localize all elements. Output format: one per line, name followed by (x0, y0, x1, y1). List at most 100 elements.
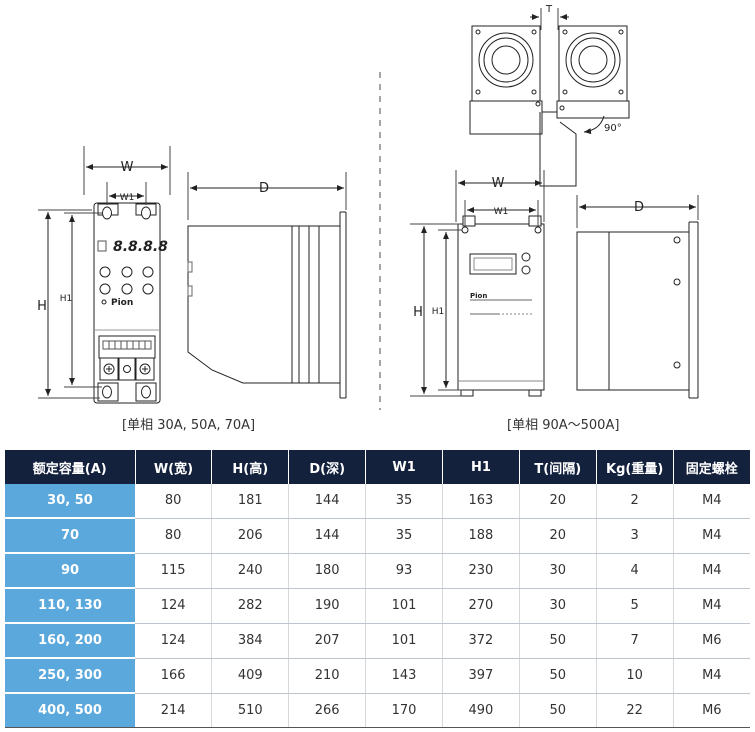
table-cell: 35 (365, 484, 443, 519)
label-left-w1: W1 (120, 193, 135, 203)
table-cell: 30 (519, 588, 597, 624)
table-cell: 3 (596, 518, 674, 554)
label-left-h: H (37, 299, 47, 314)
table-cell: 490 (442, 693, 520, 728)
caption-left: [单相 30A, 50A, 70A] (122, 418, 256, 433)
table-row: 70 80 206 144 35 188 20 3 M4 (5, 518, 750, 554)
table-cell: 101 (365, 623, 443, 659)
table-row: 110, 130 124 282 190 101 270 30 5 M4 (5, 588, 750, 624)
table-cell: 90 (5, 553, 135, 589)
table-cell: 188 (442, 518, 520, 554)
table-cell: 214 (135, 693, 213, 728)
table-cell: M6 (673, 623, 750, 659)
table-row: 400, 500 214 510 266 170 490 50 22 M6 (5, 693, 750, 728)
label-right-t: T (545, 4, 553, 15)
table-cell: 210 (288, 658, 367, 694)
table-cell: 124 (135, 623, 213, 659)
header-spacing: T(间隔) (519, 450, 597, 484)
table-cell: 50 (519, 658, 597, 694)
header-width: W(宽) (135, 450, 213, 484)
label-right-w1: W1 (494, 207, 509, 217)
table-cell: 115 (135, 553, 213, 589)
table-cell: 35 (365, 518, 443, 554)
table-cell: 22 (596, 693, 674, 728)
display-readout: 8.8.8.8 (113, 239, 168, 255)
table-cell: 144 (288, 484, 367, 519)
left-front-view (93, 202, 161, 404)
header-h1: H1 (442, 450, 520, 484)
table-cell: 20 (519, 518, 597, 554)
table-cell: M4 (673, 484, 750, 519)
table-cell: 400, 500 (5, 693, 135, 728)
table-cell: M4 (673, 518, 750, 554)
table-cell: 207 (288, 623, 367, 659)
table-cell: 10 (596, 658, 674, 694)
table-cell: 397 (442, 658, 520, 694)
header-weight: Kg(重量) (596, 450, 674, 484)
table-cell: 30, 50 (5, 484, 135, 519)
table-row: 250, 300 166 409 210 143 397 50 10 M4 (5, 658, 750, 694)
caption-right: [单相 90A～500A] (507, 418, 620, 433)
table-cell: 160, 200 (5, 623, 135, 659)
table-cell: 143 (365, 658, 443, 694)
table-cell: 240 (211, 553, 290, 589)
label-right-w: W (492, 176, 505, 191)
table-cell: M4 (673, 553, 750, 589)
table-cell: 170 (365, 693, 443, 728)
header-depth: D(深) (288, 450, 367, 484)
table-cell: M4 (673, 588, 750, 624)
table-cell: 110, 130 (5, 588, 135, 624)
header-rated-capacity: 额定容量(A) (5, 450, 136, 484)
table-cell: 50 (519, 623, 597, 659)
brand-logo-left: Pion (111, 298, 133, 308)
table-cell: 163 (442, 484, 520, 519)
table-cell: M4 (673, 658, 750, 694)
table-cell: 384 (211, 623, 290, 659)
table-cell: 206 (211, 518, 290, 554)
header-height: H(高) (211, 450, 290, 484)
table-cell: 2 (596, 484, 674, 519)
table-row: 30, 50 80 181 144 35 163 20 2 M4 (5, 484, 750, 519)
table-cell: 7 (596, 623, 674, 659)
label-right-d: D (634, 200, 644, 215)
table-cell: 80 (135, 518, 213, 554)
right-side-view (576, 221, 699, 399)
table-cell: 510 (211, 693, 290, 728)
table-row: 160, 200 124 384 207 101 372 50 7 M6 (5, 623, 750, 659)
left-side-view (187, 211, 347, 399)
dimension-drawing: W W1 H H1 D 8.8.8.8 Pion T 90° W W1 H H1… (37, 4, 699, 410)
label-left-h1: H1 (60, 294, 73, 304)
table-cell: 181 (211, 484, 290, 519)
table-cell: 250, 300 (5, 658, 135, 694)
spec-table: 额定容量(A) W(宽) H(高) D(深) W1 H1 T(间隔) Kg(重量… (5, 450, 750, 728)
table-cell: M6 (673, 693, 750, 728)
label-right-h: H (413, 305, 423, 320)
table-cell: 266 (288, 693, 367, 728)
header-bolt: 固定螺栓 (673, 450, 750, 484)
table-cell: 93 (365, 553, 443, 589)
table-cell: 30 (519, 553, 597, 589)
table-cell: 80 (135, 484, 213, 519)
table-cell: 70 (5, 518, 135, 554)
table-cell: 50 (519, 693, 597, 728)
table-cell: 124 (135, 588, 213, 624)
table-cell: 282 (211, 588, 290, 624)
table-cell: 5 (596, 588, 674, 624)
table-row: 90 115 240 180 93 230 30 4 M4 (5, 553, 750, 589)
table-cell: 180 (288, 553, 367, 589)
table-header-row: 额定容量(A) W(宽) H(高) D(深) W1 H1 T(间隔) Kg(重量… (5, 450, 750, 484)
label-right-h1: H1 (432, 307, 445, 317)
table-cell: 166 (135, 658, 213, 694)
table-cell: 4 (596, 553, 674, 589)
table-cell: 270 (442, 588, 520, 624)
right-fan-view (469, 25, 630, 187)
table-cell: 372 (442, 623, 520, 659)
table-cell: 144 (288, 518, 367, 554)
right-front-view (457, 215, 545, 397)
table-cell: 20 (519, 484, 597, 519)
label-left-w: W (121, 160, 134, 175)
table-cell: 230 (442, 553, 520, 589)
label-left-d: D (259, 181, 269, 196)
header-w1: W1 (365, 450, 443, 484)
table-cell: 190 (288, 588, 367, 624)
